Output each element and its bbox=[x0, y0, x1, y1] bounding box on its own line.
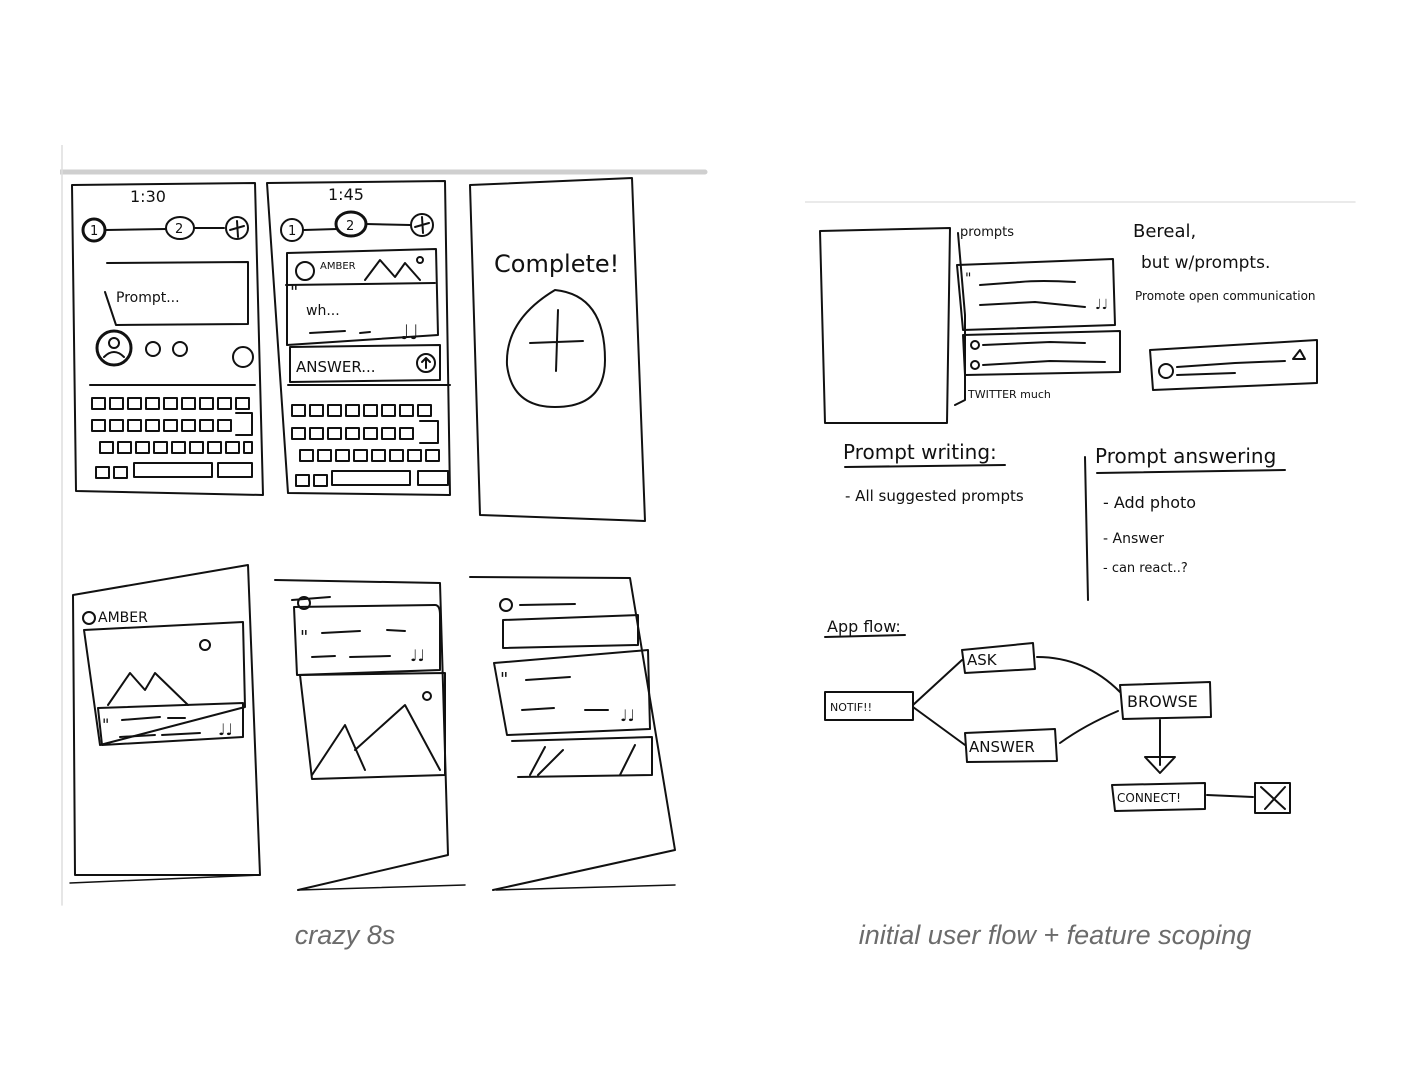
answering-item-photo: - Add photo bbox=[1103, 493, 1196, 512]
writing-item: - All suggested prompts bbox=[845, 487, 1024, 505]
flow-node-ask: ASK bbox=[961, 642, 1036, 674]
svg-text:ANSWER: ANSWER bbox=[969, 738, 1035, 756]
flow-title: App flow: bbox=[827, 617, 901, 636]
prompt-writing-section: Prompt writing: - All suggested prompts bbox=[843, 440, 1024, 505]
note-communication: Promote open communication bbox=[1135, 289, 1316, 303]
svg-text:♩♩: ♩♩ bbox=[410, 646, 425, 665]
svg-text:": " bbox=[102, 715, 109, 734]
frame-5-feed-quote: " ♩♩ bbox=[274, 579, 449, 891]
svg-text:2: 2 bbox=[346, 219, 354, 234]
user-flow-sketch: prompts " ♩♩ TWITTER much Bereal, but w/… bbox=[805, 195, 1360, 825]
answering-title: Prompt answering bbox=[1095, 444, 1276, 468]
flow-node-answer: ANSWER bbox=[964, 728, 1058, 763]
frame-2-answer: ANSWER... bbox=[296, 358, 376, 376]
frame-6-feed-stack: " ♩♩ bbox=[469, 576, 676, 891]
writing-title: Prompt writing: bbox=[843, 440, 997, 464]
svg-text:": " bbox=[500, 669, 508, 690]
frame-1-timer-prompt: 1:30 1 2 Prompt... bbox=[71, 182, 264, 496]
svg-text:BROWSE: BROWSE bbox=[1127, 692, 1198, 711]
frame-1-prompt: Prompt... bbox=[116, 290, 180, 306]
svg-text:♩♩: ♩♩ bbox=[400, 320, 419, 344]
svg-text:♩♩: ♩♩ bbox=[620, 706, 635, 725]
app-flow-diagram: App flow: NOTIF!! ASK ANSWER BROWSE CONN… bbox=[824, 617, 1291, 814]
frame-4-feed-photo: AMBER " ♩♩ bbox=[72, 564, 261, 876]
prompt-answering-section: Prompt answering - Add photo - Answer - … bbox=[1084, 444, 1286, 601]
flow-node-image-placeholder bbox=[1254, 782, 1291, 814]
crazy-8s-sketch: 1:30 1 2 Prompt... bbox=[60, 145, 710, 910]
svg-text:♩♩: ♩♩ bbox=[1095, 297, 1108, 313]
answering-item-answer: - Answer bbox=[1103, 531, 1164, 547]
svg-text:ASK: ASK bbox=[967, 651, 998, 669]
svg-text:": " bbox=[290, 282, 298, 303]
prompts-label: prompts bbox=[960, 225, 1014, 240]
svg-text:": " bbox=[300, 627, 308, 648]
svg-text:1: 1 bbox=[288, 224, 296, 239]
svg-text:NOTIF!!: NOTIF!! bbox=[830, 701, 872, 714]
note-bereal: Bereal, bbox=[1133, 221, 1196, 242]
frame-3-title: Complete! bbox=[494, 250, 619, 278]
note-prompts: but w/prompts. bbox=[1141, 253, 1270, 273]
frame-4-user: AMBER bbox=[98, 610, 148, 626]
frame-2-text: wh... bbox=[306, 303, 340, 319]
flow-node-connect: CONNECT! bbox=[1111, 782, 1206, 812]
frame-3-complete: Complete! bbox=[469, 177, 646, 522]
svg-text:": " bbox=[965, 271, 971, 287]
screen-wireframe: prompts " ♩♩ TWITTER much bbox=[819, 225, 1121, 424]
left-caption: crazy 8s bbox=[294, 920, 396, 950]
frame-2-user: AMBER bbox=[320, 261, 356, 272]
svg-text:CONNECT!: CONNECT! bbox=[1117, 791, 1181, 805]
svg-text:1: 1 bbox=[90, 224, 98, 239]
frame-2-time: 1:45 bbox=[328, 185, 364, 204]
input-wireframe bbox=[1149, 339, 1318, 391]
svg-text:♩♩: ♩♩ bbox=[218, 720, 233, 739]
frame-2-answer-screen: 1:45 1 2 AMBER " wh... ♩♩ ANSWER... bbox=[266, 180, 451, 496]
twitter-note: TWITTER much bbox=[967, 388, 1051, 401]
flow-node-browse: BROWSE bbox=[1119, 681, 1212, 720]
svg-text:2: 2 bbox=[175, 222, 183, 237]
right-caption: initial user flow + feature scoping bbox=[858, 920, 1252, 950]
flow-node-notif: NOTIF!! bbox=[824, 691, 914, 721]
answering-item-react: - can react..? bbox=[1103, 561, 1188, 576]
frame-1-time: 1:30 bbox=[130, 187, 166, 206]
